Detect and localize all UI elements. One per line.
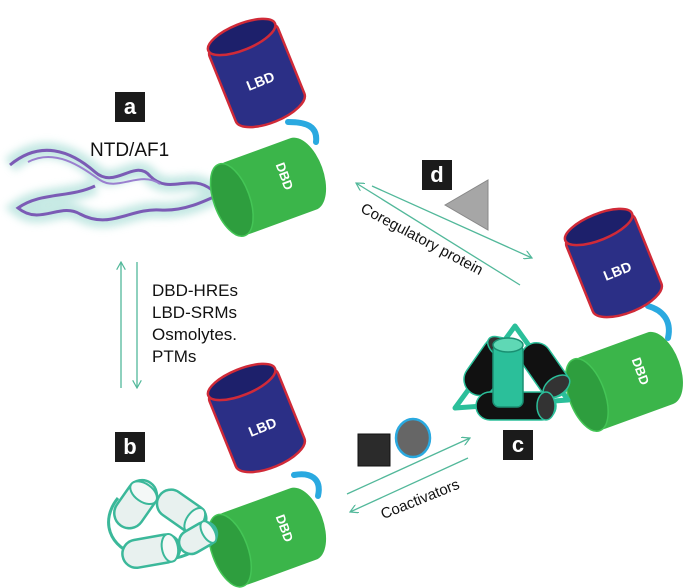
coregulatory-protein-triangle	[444, 179, 489, 231]
panel-label-b: b	[115, 432, 145, 462]
factor-item: Osmolytes.	[152, 325, 238, 344]
linker-b	[291, 471, 322, 499]
lbd-domain-c	[563, 207, 664, 319]
dbd-domain-b	[207, 487, 327, 588]
panel-label-a: a	[115, 92, 145, 122]
dbd-domain-c	[564, 331, 683, 432]
factor-item: DBD-HREs	[152, 281, 238, 300]
folded-coactivator-complex	[452, 323, 571, 421]
coactivator-square	[357, 433, 391, 467]
arrow-a-d	[356, 183, 532, 286]
central-helix	[492, 337, 524, 408]
lbd-domain-a	[206, 17, 307, 129]
factor-item: LBD-SRMs	[152, 303, 238, 322]
receptor-c	[563, 207, 683, 432]
ntd-af1-label: NTD/AF1	[90, 140, 170, 161]
dbd-domain-a	[209, 137, 327, 237]
linker-a	[285, 119, 320, 145]
panel-label-c: c	[503, 430, 533, 460]
panel-label-d: d	[422, 160, 452, 190]
lbd-domain-b	[206, 362, 307, 474]
coactivator-circle	[394, 417, 432, 459]
factor-list: DBD-HREs LBD-SRMs Osmolytes. PTMs	[152, 280, 238, 368]
arrow-a-b	[121, 262, 137, 388]
arrow-b-c	[346, 438, 470, 512]
receptor-a	[206, 17, 327, 237]
factor-item: PTMs	[152, 347, 197, 366]
unfolded-coactivator-complex	[107, 478, 219, 570]
receptor-b	[206, 362, 327, 588]
linker-c	[645, 303, 672, 341]
coactivators-label: Coactivators	[378, 476, 462, 523]
